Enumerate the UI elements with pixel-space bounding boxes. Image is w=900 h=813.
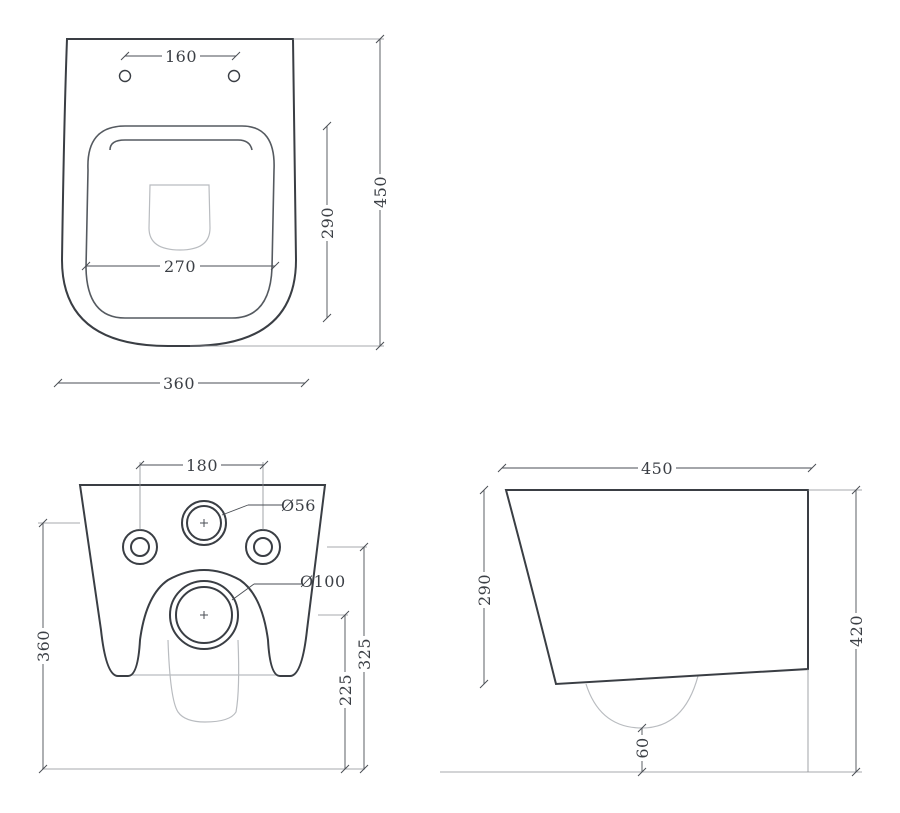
side-view-outlet-bulge <box>585 675 699 729</box>
top-view-drain-outline <box>148 184 211 251</box>
left-mount-hole <box>118 69 132 83</box>
dim-360-top: 360 <box>53 373 310 393</box>
dim-290-side-label: 290 <box>475 574 494 606</box>
side-view-outline <box>504 489 809 686</box>
right-mount-hole <box>227 69 241 83</box>
dim-180: 180 <box>135 455 269 530</box>
top-view-outline <box>60 38 298 347</box>
dim-450-side-label: 450 <box>641 459 673 478</box>
dim-420-label: 420 <box>847 615 866 647</box>
dim-160: 160 <box>120 46 241 66</box>
side-view: 450 290 420 60 <box>440 458 866 777</box>
dim-60: 60 <box>632 723 652 777</box>
dim-325: 325 <box>327 542 374 774</box>
top-view: 160 270 290 450 <box>53 34 390 393</box>
dim-225-label: 225 <box>336 674 355 706</box>
dim-160-label: 160 <box>165 47 197 66</box>
left-inlet-inner <box>130 537 150 557</box>
right-inlet-inner <box>253 537 273 557</box>
dim-d100-label: Ø100 <box>300 572 346 591</box>
dim-60-label: 60 <box>633 737 652 758</box>
dim-360-front: 360 <box>33 518 365 774</box>
dim-450-top: 450 <box>190 34 390 351</box>
dim-420: 420 <box>440 485 866 777</box>
dim-225: 225 <box>318 610 355 774</box>
top-view-rim-line <box>109 139 253 151</box>
dim-d100: Ø100 <box>231 572 346 601</box>
dim-270: 270 <box>81 256 280 276</box>
front-view-outlet-neck <box>167 639 240 723</box>
dim-d56: Ø56 <box>221 496 316 516</box>
dim-360-front-label: 360 <box>34 630 53 662</box>
dim-290-top: 290 <box>317 121 337 323</box>
dim-290-side: 290 <box>474 485 494 689</box>
dim-290-top-label: 290 <box>318 207 337 239</box>
dim-d56-label: Ø56 <box>281 496 316 515</box>
dim-270-label: 270 <box>164 257 196 276</box>
dim-325-label: 325 <box>355 638 374 670</box>
dim-450-top-label: 450 <box>371 176 390 208</box>
dim-450-side: 450 <box>497 458 817 478</box>
front-view: 180 Ø56 Ø100 360 <box>33 455 374 774</box>
dim-360-top-label: 360 <box>163 374 195 393</box>
top-view-seat-opening <box>85 125 275 319</box>
dim-180-label: 180 <box>186 456 218 475</box>
